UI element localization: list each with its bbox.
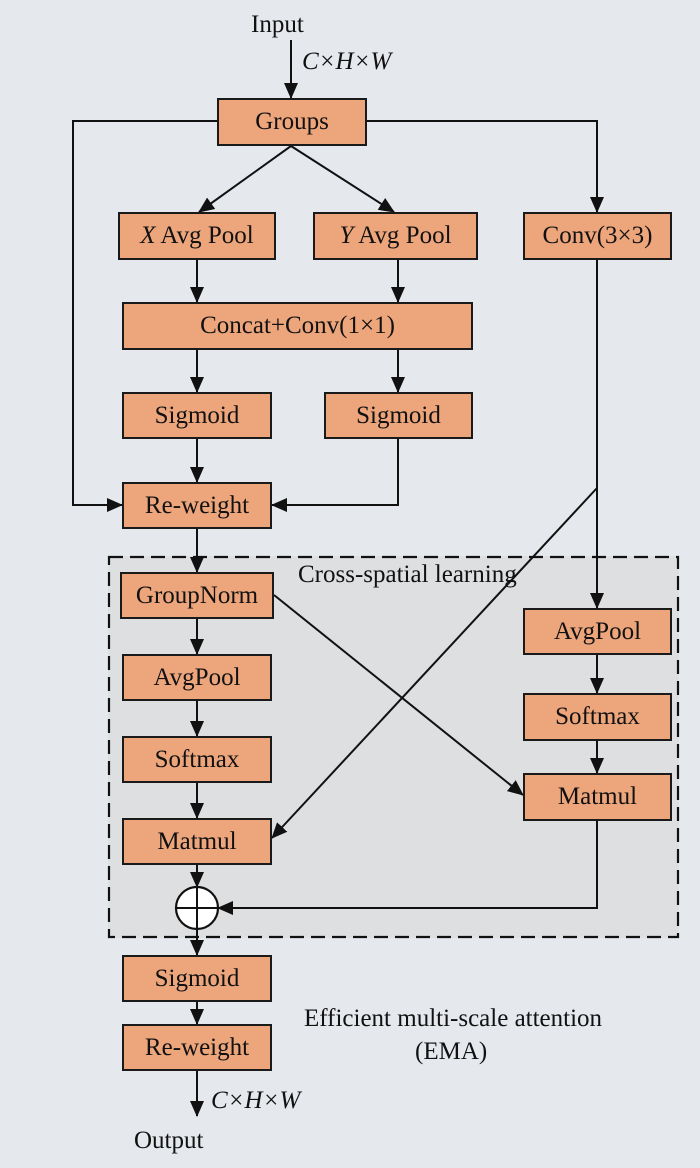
node-softmax-right-label: Softmax bbox=[555, 703, 640, 730]
node-reweight-1: Re-weight bbox=[122, 482, 272, 529]
node-reweight-1-label: Re-weight bbox=[144, 491, 250, 519]
edge-matmulr-add bbox=[217, 821, 598, 915]
region-border bbox=[107, 555, 680, 939]
edge-groupnorm-matmulr bbox=[273, 594, 524, 796]
y-var-label: Y bbox=[339, 222, 354, 249]
node-y-avg-pool: Y Avg Pool bbox=[313, 212, 478, 260]
node-conv3x3: Conv(3×3) bbox=[523, 212, 672, 260]
node-softmax-right: Softmax bbox=[523, 693, 672, 741]
node-groupnorm-label: GroupNorm bbox=[135, 581, 259, 609]
node-softmax-left: Softmax bbox=[122, 736, 272, 783]
edge-groups-ypool bbox=[290, 145, 395, 213]
edge-conv3-matmull bbox=[271, 487, 598, 839]
node-x-avg-pool-label: Avg Pool bbox=[155, 222, 254, 249]
node-sigmoid-right-label: Sigmoid bbox=[356, 401, 441, 429]
node-groups: Groups bbox=[217, 98, 367, 146]
node-matmul-left-label: Matmul bbox=[157, 827, 237, 855]
node-x-avg-pool: X Avg Pool bbox=[118, 212, 276, 260]
node-avgpool-left-label: AvgPool bbox=[153, 663, 241, 691]
output-label: Output bbox=[134, 1127, 204, 1154]
add-operator-icon bbox=[174, 885, 220, 931]
input-label: Input bbox=[251, 11, 304, 38]
node-sigmoid-out-label: Sigmoid bbox=[154, 964, 240, 992]
node-avgpool-left: AvgPool bbox=[122, 654, 272, 701]
edge-groups-bypass bbox=[72, 120, 217, 512]
output-dim-label: C×H×W bbox=[211, 1087, 301, 1114]
region-label: Cross-spatial learning bbox=[298, 561, 517, 588]
node-sigmoid-left-label: Sigmoid bbox=[154, 401, 240, 429]
x-var-label: X bbox=[140, 222, 156, 249]
node-conv3x3-label: Conv(3×3) bbox=[542, 222, 653, 249]
node-softmax-left-label: Softmax bbox=[154, 745, 240, 773]
edge-groups-xpool bbox=[198, 145, 292, 213]
node-matmul-right: Matmul bbox=[523, 773, 672, 821]
diagram-title-abbrev: (EMA) bbox=[415, 1038, 488, 1065]
node-reweight-out: Re-weight bbox=[122, 1024, 272, 1071]
node-concat-conv1x1: Concat+Conv(1×1) bbox=[122, 302, 473, 350]
input-dim-label: C×H×W bbox=[302, 48, 392, 75]
node-sigmoid-out: Sigmoid bbox=[122, 955, 272, 1002]
node-concat-label: Concat+Conv(1×1) bbox=[200, 312, 395, 339]
node-avgpool-right: AvgPool bbox=[523, 608, 672, 655]
node-matmul-left: Matmul bbox=[122, 818, 272, 865]
node-groups-label: Groups bbox=[255, 108, 329, 135]
node-matmul-right-label: Matmul bbox=[557, 783, 638, 810]
node-sigmoid-right: Sigmoid bbox=[324, 392, 473, 439]
node-sigmoid-left: Sigmoid bbox=[122, 392, 272, 439]
edge-groups-conv3 bbox=[366, 120, 604, 213]
node-groupnorm: GroupNorm bbox=[120, 572, 274, 619]
edge-sigr-reweight bbox=[271, 439, 399, 512]
node-reweight-out-label: Re-weight bbox=[144, 1033, 250, 1061]
node-avgpool-right-label: AvgPool bbox=[553, 617, 642, 645]
node-y-avg-pool-label: Avg Pool bbox=[353, 222, 452, 249]
diagram-title: Efficient multi-scale attention bbox=[304, 1005, 603, 1032]
